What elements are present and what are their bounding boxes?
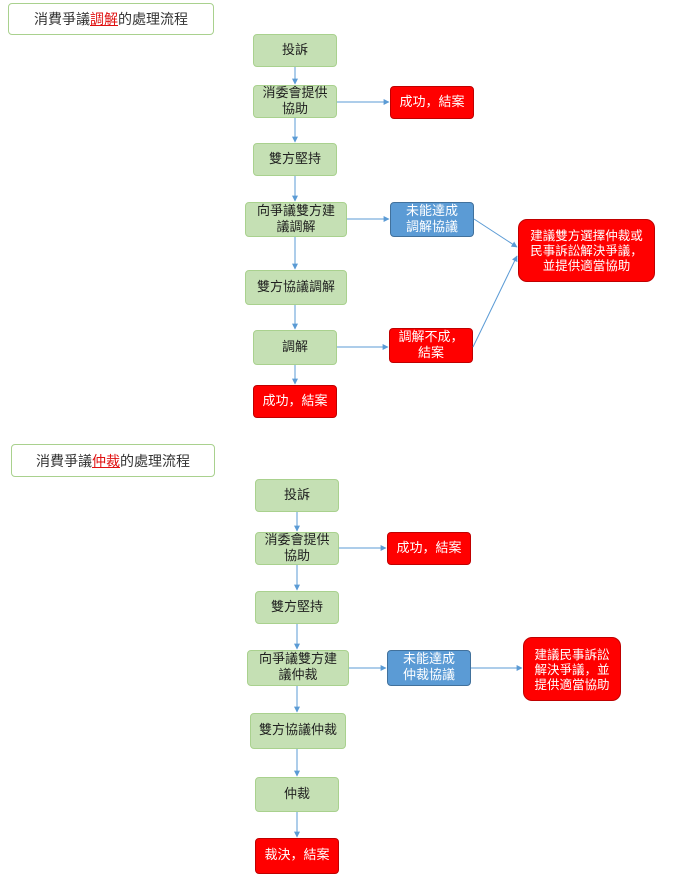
step-label-line1: 向爭議雙方建: [256, 203, 335, 219]
arbitration-step-agree-arbitration: 雙方協議仲裁: [250, 713, 346, 749]
mediation-step-parties-insist: 雙方堅持: [253, 143, 337, 176]
outcome-label-line1: 未能達成: [402, 652, 455, 667]
step-label: 雙方協議調解: [256, 279, 335, 295]
mediation-title-suffix: 的處理流程: [118, 12, 188, 28]
step-label: 雙方協議仲裁: [258, 723, 337, 738]
arbitration-step-parties-insist: 雙方堅持: [255, 591, 339, 624]
step-label-line1: 消委會提供: [262, 85, 328, 101]
mediation-step-suggest-mediation: 向爭議雙方建議調解: [245, 202, 347, 237]
arbitration-outcome-success: 成功，結案: [387, 532, 471, 565]
arbitration-step-council-assist: 消委會提供協助: [255, 532, 339, 565]
step-label: 雙方堅持: [268, 151, 321, 167]
mediation-step-mediation: 調解: [253, 330, 337, 365]
arbitration-title-prefix: 消費爭議: [36, 453, 92, 470]
mediation-step-complaint: 投訴: [253, 34, 337, 67]
arrow-m-d2: [472, 255, 518, 348]
outcome-label-line2: 調解協議: [405, 219, 458, 235]
advice-line3: 並提供適當協助: [542, 258, 631, 273]
advice-line1: 建議雙方選擇仲裁或: [530, 228, 643, 243]
mediation-outcome-success: 成功，結案: [390, 86, 474, 119]
outcome-label-line1: 調解不成，: [398, 329, 464, 345]
outcome-label: 成功，結案: [399, 94, 465, 110]
step-label-line1: 消委會提供: [264, 532, 330, 548]
mediation-outcome-no-agreement: 未能達成調解協議: [390, 202, 474, 237]
arbitration-advice: 建議民事訴訟解決爭議，並提供適當協助: [523, 637, 621, 701]
arbitration-step-arbitration: 仲裁: [255, 777, 339, 812]
arbitration-step-suggest-arbitration: 向爭議雙方建議仲裁: [247, 650, 349, 686]
arbitration-title-highlight: 仲裁: [92, 453, 120, 470]
advice-line1: 建議民事訴訟: [534, 646, 610, 662]
step-label: 調解: [281, 339, 308, 355]
final-label: 成功，結案: [262, 393, 328, 409]
arbitration-step-complaint: 投訴: [255, 479, 339, 512]
arbitration-outcome-no-agreement: 未能達成仲裁協議: [387, 650, 471, 686]
step-label: 仲裁: [283, 786, 310, 802]
step-label-line2: 議仲裁: [278, 668, 318, 683]
mediation-title: 消費爭議調解的處理流程: [8, 3, 214, 35]
final-label: 裁決，結案: [264, 848, 330, 863]
mediation-step-agree-mediation: 雙方協議調解: [245, 270, 347, 305]
advice-line2: 解決爭議，並: [534, 661, 610, 677]
advice-line3: 提供適當協助: [534, 676, 610, 692]
mediation-title-highlight: 調解: [90, 12, 118, 28]
step-label-line2: 議調解: [276, 219, 316, 235]
step-label-line2: 協助: [283, 548, 310, 564]
arbitration-title-suffix: 的處理流程: [120, 453, 190, 470]
outcome-label-line1: 未能達成: [405, 203, 458, 219]
step-label: 投訴: [281, 42, 308, 58]
arbitration-title: 消費爭議仲裁的處理流程: [11, 444, 215, 477]
outcome-label-line2: 結案: [417, 345, 444, 361]
step-label-line1: 向爭議雙方建: [258, 652, 337, 667]
arrow-m-d1: [473, 218, 518, 248]
arbitration-final-award: 裁決，結案: [255, 838, 339, 874]
step-label-line2: 協助: [281, 101, 308, 117]
step-label: 雙方堅持: [270, 599, 323, 615]
advice-line2: 民事訴訟解決爭議，: [530, 243, 643, 258]
mediation-advice: 建議雙方選擇仲裁或民事訴訟解決爭議，並提供適當協助: [518, 219, 655, 282]
mediation-step-council-assist: 消委會提供協助: [253, 85, 337, 118]
mediation-outcome-failed: 調解不成，結案: [389, 328, 473, 363]
step-label: 投訴: [283, 487, 310, 503]
mediation-title-prefix: 消費爭議: [34, 12, 90, 28]
mediation-final-success: 成功，結案: [253, 385, 337, 418]
outcome-label: 成功，結案: [396, 540, 462, 556]
outcome-label-line2: 仲裁協議: [402, 668, 455, 683]
